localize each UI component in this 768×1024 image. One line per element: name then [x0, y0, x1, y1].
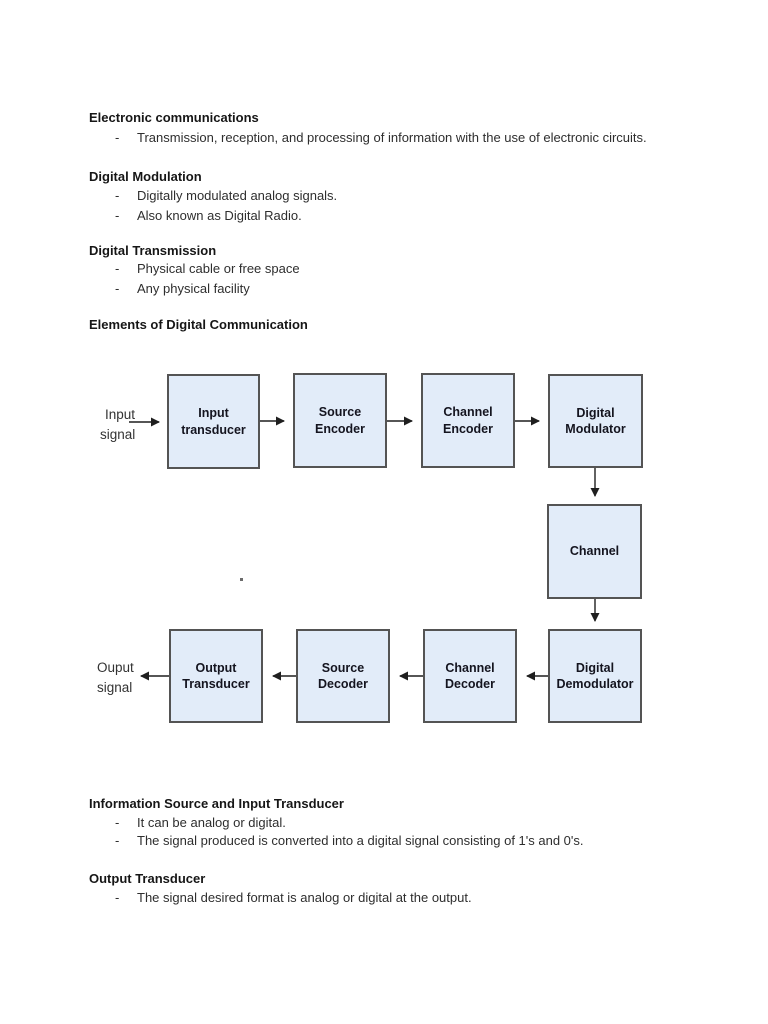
- section-heading-information-source-and-input-transducer: Information Source and Input Transducer: [89, 796, 344, 811]
- output-signal-label: Ouput signal: [97, 658, 134, 698]
- bullet-item: - It can be analog or digital.: [115, 815, 286, 831]
- bullet-text: The signal desired format is analog or d…: [137, 890, 472, 905]
- bullet-item: - Also known as Digital Radio.: [115, 208, 302, 224]
- block-source-decoder: Source Decoder: [296, 629, 390, 723]
- block-channel-encoder: Channel Encoder: [421, 373, 515, 468]
- section-heading-digital-modulation: Digital Modulation: [89, 169, 202, 184]
- bullet-item: - Digitally modulated analog signals.: [115, 188, 337, 204]
- section-heading-output-transducer: Output Transducer: [89, 871, 206, 886]
- block-channel: Channel: [547, 504, 642, 599]
- bullet-dash: -: [115, 188, 120, 203]
- section-heading-elements-of-digital-communication: Elements of Digital Communication: [89, 317, 308, 332]
- stray-dot: [240, 578, 243, 581]
- bullet-text: It can be analog or digital.: [137, 815, 286, 830]
- bullet-text: Transmission, reception, and processing …: [137, 130, 647, 145]
- bullet-dash: -: [115, 208, 120, 223]
- bullet-item: - Transmission, reception, and processin…: [115, 130, 647, 146]
- section-heading-digital-transmission: Digital Transmission: [89, 243, 217, 258]
- bullet-dash: -: [115, 815, 120, 830]
- input-signal-line2: signal: [100, 427, 136, 442]
- bullet-item: - The signal desired format is analog or…: [115, 890, 472, 906]
- bullet-text: The signal produced is converted into a …: [137, 833, 584, 848]
- bullet-dash: -: [115, 833, 120, 848]
- output-signal-line2: signal: [97, 680, 133, 695]
- input-signal-label: Input signal: [100, 405, 135, 445]
- bullet-text: Physical cable or free space: [137, 261, 300, 276]
- input-signal-line1: Input: [105, 407, 136, 422]
- bullet-dash: -: [115, 281, 120, 296]
- block-input-transducer: Input transducer: [167, 374, 260, 469]
- bullet-dash: -: [115, 130, 120, 145]
- block-digital-modulator: Digital Modulator: [548, 374, 643, 468]
- block-digital-demodulator: Digital Demodulator: [548, 629, 642, 723]
- block-channel-decoder: Channel Decoder: [423, 629, 517, 723]
- diagram-arrows: [129, 416, 600, 681]
- block-source-encoder: Source Encoder: [293, 373, 387, 468]
- output-signal-line1: Ouput: [97, 660, 134, 675]
- bullet-dash: -: [115, 261, 120, 276]
- section-heading-electronic-communications: Electronic communications: [89, 110, 259, 125]
- bullet-text: Digitally modulated analog signals.: [137, 188, 338, 203]
- bullet-text: Any physical facility: [137, 281, 250, 296]
- bullet-item: - Physical cable or free space: [115, 261, 300, 277]
- bullet-text: Also known as Digital Radio.: [137, 208, 302, 223]
- bullet-dash: -: [115, 890, 120, 905]
- bullet-item: - Any physical facility: [115, 281, 250, 297]
- bullet-item: - The signal produced is converted into …: [115, 833, 584, 849]
- block-output-transducer: Output Transducer: [169, 629, 263, 723]
